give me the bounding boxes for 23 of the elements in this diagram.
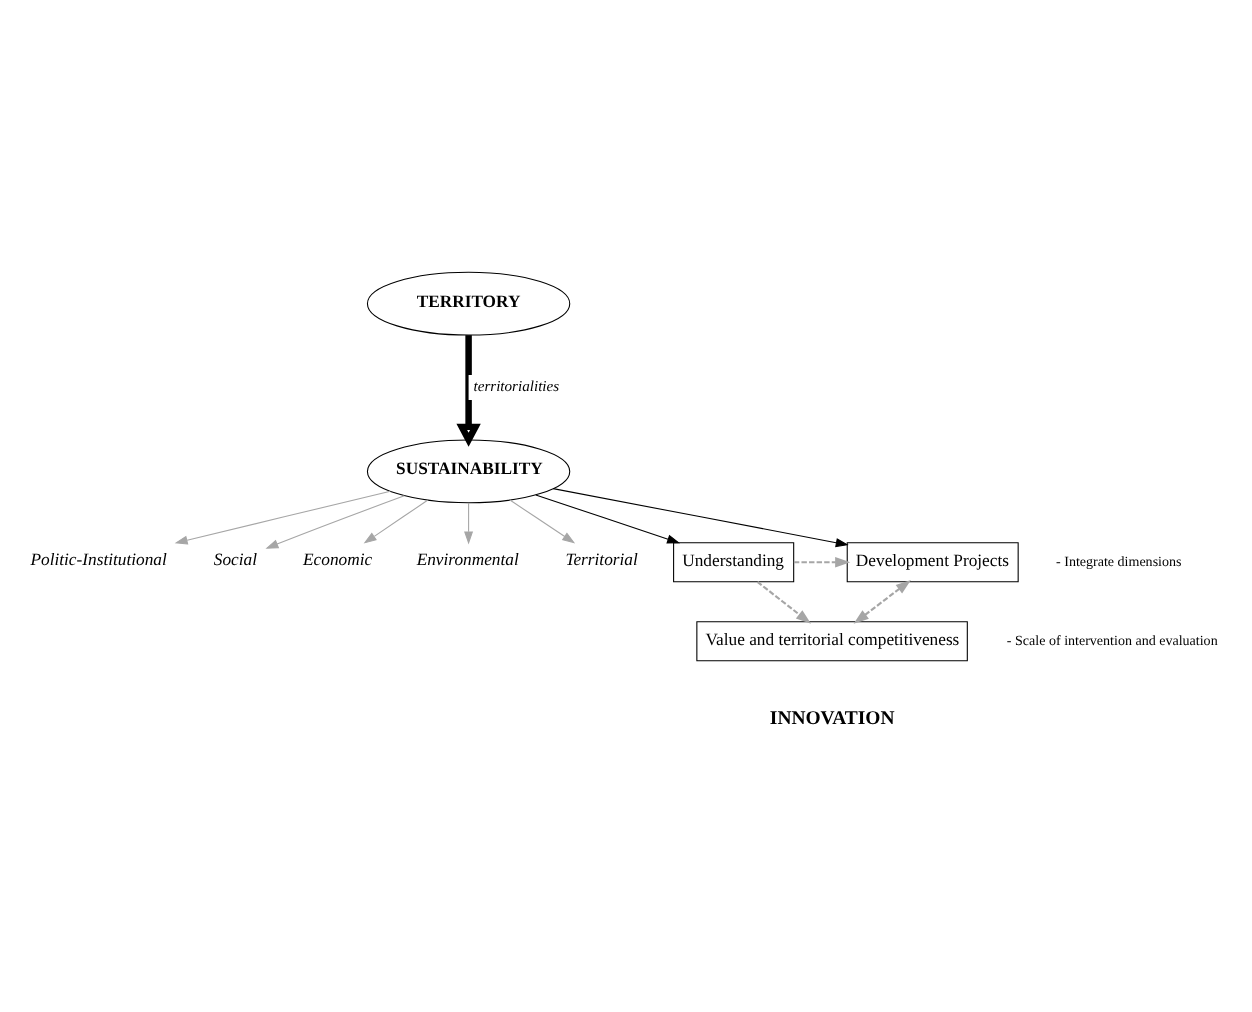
arrow — [853, 579, 911, 624]
node-box: Development Projects — [846, 542, 1019, 583]
node-text: Economic — [303, 549, 373, 570]
arrow — [756, 581, 812, 624]
node-box: Understanding — [673, 542, 795, 583]
node-text: Politic-Institutional — [30, 549, 167, 570]
arrow — [535, 494, 681, 544]
node-text: Environmental — [416, 549, 519, 570]
node-box: Value and territorial competitiveness — [696, 621, 968, 662]
node-ellipse: TERRITORY — [366, 271, 571, 336]
node-ellipse: SUSTAINABILITY — [366, 439, 571, 504]
arrow — [456, 335, 481, 447]
node-text: Social — [213, 549, 258, 570]
arrow — [363, 499, 429, 544]
node-text: Territorial — [565, 549, 638, 570]
arrow — [793, 556, 851, 568]
arrow — [174, 490, 391, 545]
arrow — [552, 488, 849, 548]
node-label: INNOVATION — [769, 707, 895, 730]
arrow — [509, 499, 576, 544]
edge-label: territorialities — [473, 377, 560, 395]
arrow — [464, 502, 474, 545]
arrow — [265, 495, 405, 549]
